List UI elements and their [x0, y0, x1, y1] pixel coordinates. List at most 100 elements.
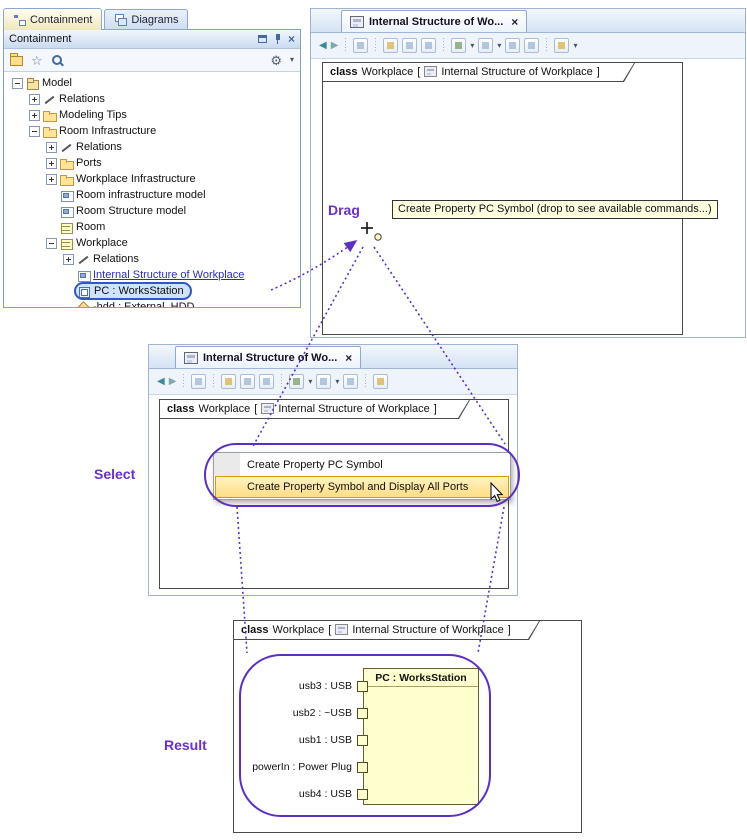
tab-title: Internal Structure of Wo... [203, 351, 338, 364]
relations-icon [77, 253, 90, 266]
tree-item-label: Relations [93, 253, 139, 265]
diagram-frame-label: class Workplace [ Internal Structure of … [160, 400, 470, 419]
dependency-icon[interactable] [451, 38, 467, 53]
paste-icon[interactable] [421, 38, 437, 53]
forward-icon[interactable]: ▶ [168, 375, 177, 387]
port-label: usb1 : USB [298, 734, 352, 746]
clipboard-icon[interactable] [383, 38, 399, 53]
collapse-icon[interactable] [12, 77, 23, 89]
selection-highlight[interactable]: PC : WorksStation [74, 282, 192, 300]
tree-item-label: Workplace [76, 237, 128, 249]
tree-item-relations[interactable]: Relations [4, 91, 300, 107]
frame-bracket: ] [433, 402, 437, 415]
containment-tree-icon[interactable] [353, 38, 369, 53]
tree-item-model[interactable]: Model [4, 75, 300, 91]
expand-icon[interactable] [46, 157, 57, 169]
frame-bracket: ] [507, 623, 511, 636]
paste-icon[interactable] [259, 374, 275, 389]
open-folder-icon[interactable] [10, 53, 23, 66]
collapse-icon[interactable] [29, 125, 40, 137]
tree-item-room-infrastructure[interactable]: Room Infrastructure [4, 123, 300, 139]
left-panel-tabs: Containment Diagrams [3, 8, 189, 30]
panel-header: Containment × [4, 30, 300, 49]
tree-item-workplace[interactable]: Workplace [4, 235, 300, 251]
port-square-usb2[interactable] [357, 708, 368, 719]
tree-item-room-infrastructure-model[interactable]: Room infrastructure model [4, 187, 300, 203]
class-icon [60, 221, 73, 234]
dropdown-caret-icon[interactable]: ▾ [335, 376, 340, 386]
port-square-usb3[interactable] [357, 681, 368, 692]
menu-item-create-property[interactable]: Create Property PC Symbol [214, 453, 510, 476]
dropdown-caret-icon[interactable]: ▾ [470, 40, 475, 50]
diagram-tab-bar: Internal Structure of Wo... × [149, 345, 517, 369]
frame-keyword: class [241, 623, 269, 636]
rectilinear-line-icon[interactable] [524, 38, 540, 53]
class-icon [60, 237, 73, 250]
tab-internal-structure[interactable]: Internal Structure of Wo... × [341, 10, 528, 32]
back-icon[interactable]: ◀ [319, 39, 327, 51]
port-square-usb1[interactable] [357, 735, 368, 746]
expand-icon[interactable] [46, 173, 57, 185]
gear-caret-icon[interactable]: ▾ [289, 55, 294, 64]
menu-item-create-property-all-ports[interactable]: Create Property Symbol and Display All P… [215, 476, 509, 498]
image-icon[interactable] [554, 38, 570, 53]
package-icon [26, 77, 39, 90]
search-magnifier-icon[interactable] [51, 54, 64, 67]
copy-icon[interactable] [240, 374, 256, 389]
tree-item-room-structure-model[interactable]: Room Structure model [4, 203, 300, 219]
tab-close-icon[interactable]: × [345, 350, 353, 365]
favorites-star-icon[interactable]: ☆ [31, 52, 43, 68]
tree-item-label: PC : WorksStation [94, 285, 184, 297]
tree-item-workplace-infrastructure[interactable]: Workplace Infrastructure [4, 171, 300, 187]
expand-icon[interactable] [29, 109, 40, 121]
anchor-icon[interactable] [316, 374, 332, 389]
port-label: usb4 : USB [298, 788, 352, 800]
tab-internal-structure[interactable]: Internal Structure of Wo... × [175, 346, 362, 368]
tree-item-room[interactable]: Room [4, 219, 300, 235]
dropdown-caret-icon[interactable]: ▾ [497, 40, 502, 50]
tree-item-label[interactable]: Internal Structure of Workplace [93, 269, 245, 281]
pin-icon[interactable] [272, 33, 283, 45]
panel-toolbar: ☆ ⚙ ▾ [4, 49, 300, 72]
clipboard-icon[interactable] [221, 374, 237, 389]
tree-item-relations[interactable]: Relations [4, 139, 300, 155]
back-icon[interactable]: ◀ [157, 375, 165, 387]
copy-icon[interactable] [402, 38, 418, 53]
tree-item-label: Room Structure model [76, 205, 187, 217]
line-style-icon[interactable] [343, 374, 359, 389]
frame-bracket: [ [417, 65, 421, 78]
frame-diagram-name: Internal Structure of Workplace [441, 65, 593, 78]
menu-item-label: Create Property PC Symbol [247, 458, 383, 471]
folder-icon [43, 109, 57, 122]
part-symbol-pc-worksstation[interactable]: PC : WorksStation [363, 668, 479, 805]
restore-icon[interactable] [257, 35, 267, 43]
port-square-usb4[interactable] [357, 789, 368, 800]
dependency-icon[interactable] [289, 374, 305, 389]
expand-icon[interactable] [29, 93, 40, 105]
tree-item-ports[interactable]: Ports [4, 155, 300, 171]
select-annotation: Select [94, 466, 136, 482]
collapse-icon[interactable] [46, 237, 57, 249]
tab-containment[interactable]: Containment [3, 8, 103, 30]
tree-item-pc-worksstation[interactable]: PC : WorksStation [4, 282, 300, 300]
tree-item-hdd[interactable]: -hdd : External_HDD [4, 299, 300, 307]
tab-close-icon[interactable]: × [511, 14, 519, 29]
containment-tree-icon[interactable] [191, 374, 207, 389]
expand-icon[interactable] [46, 141, 57, 153]
expand-icon[interactable] [63, 253, 74, 265]
tree-item-internal-structure-link[interactable]: Internal Structure of Workplace [4, 267, 300, 283]
diagram-canvas[interactable]: class Workplace [ Internal Structure of … [322, 62, 683, 335]
image-icon[interactable] [373, 374, 389, 389]
anchor-icon[interactable] [478, 38, 494, 53]
toolbar-grip [183, 374, 185, 389]
gear-icon[interactable]: ⚙ [270, 52, 282, 68]
tree-item-modeling-tips[interactable]: Modeling Tips [4, 107, 300, 123]
tree-item-relations[interactable]: Relations [4, 251, 300, 267]
close-icon[interactable]: × [287, 32, 295, 46]
port-square-powerin[interactable] [357, 762, 368, 773]
tab-diagrams[interactable]: Diagrams [104, 9, 189, 30]
dropdown-caret-icon[interactable]: ▾ [573, 40, 578, 50]
dropdown-caret-icon[interactable]: ▾ [308, 376, 313, 386]
line-style-icon[interactable] [505, 38, 521, 53]
forward-icon[interactable]: ▶ [330, 39, 339, 51]
